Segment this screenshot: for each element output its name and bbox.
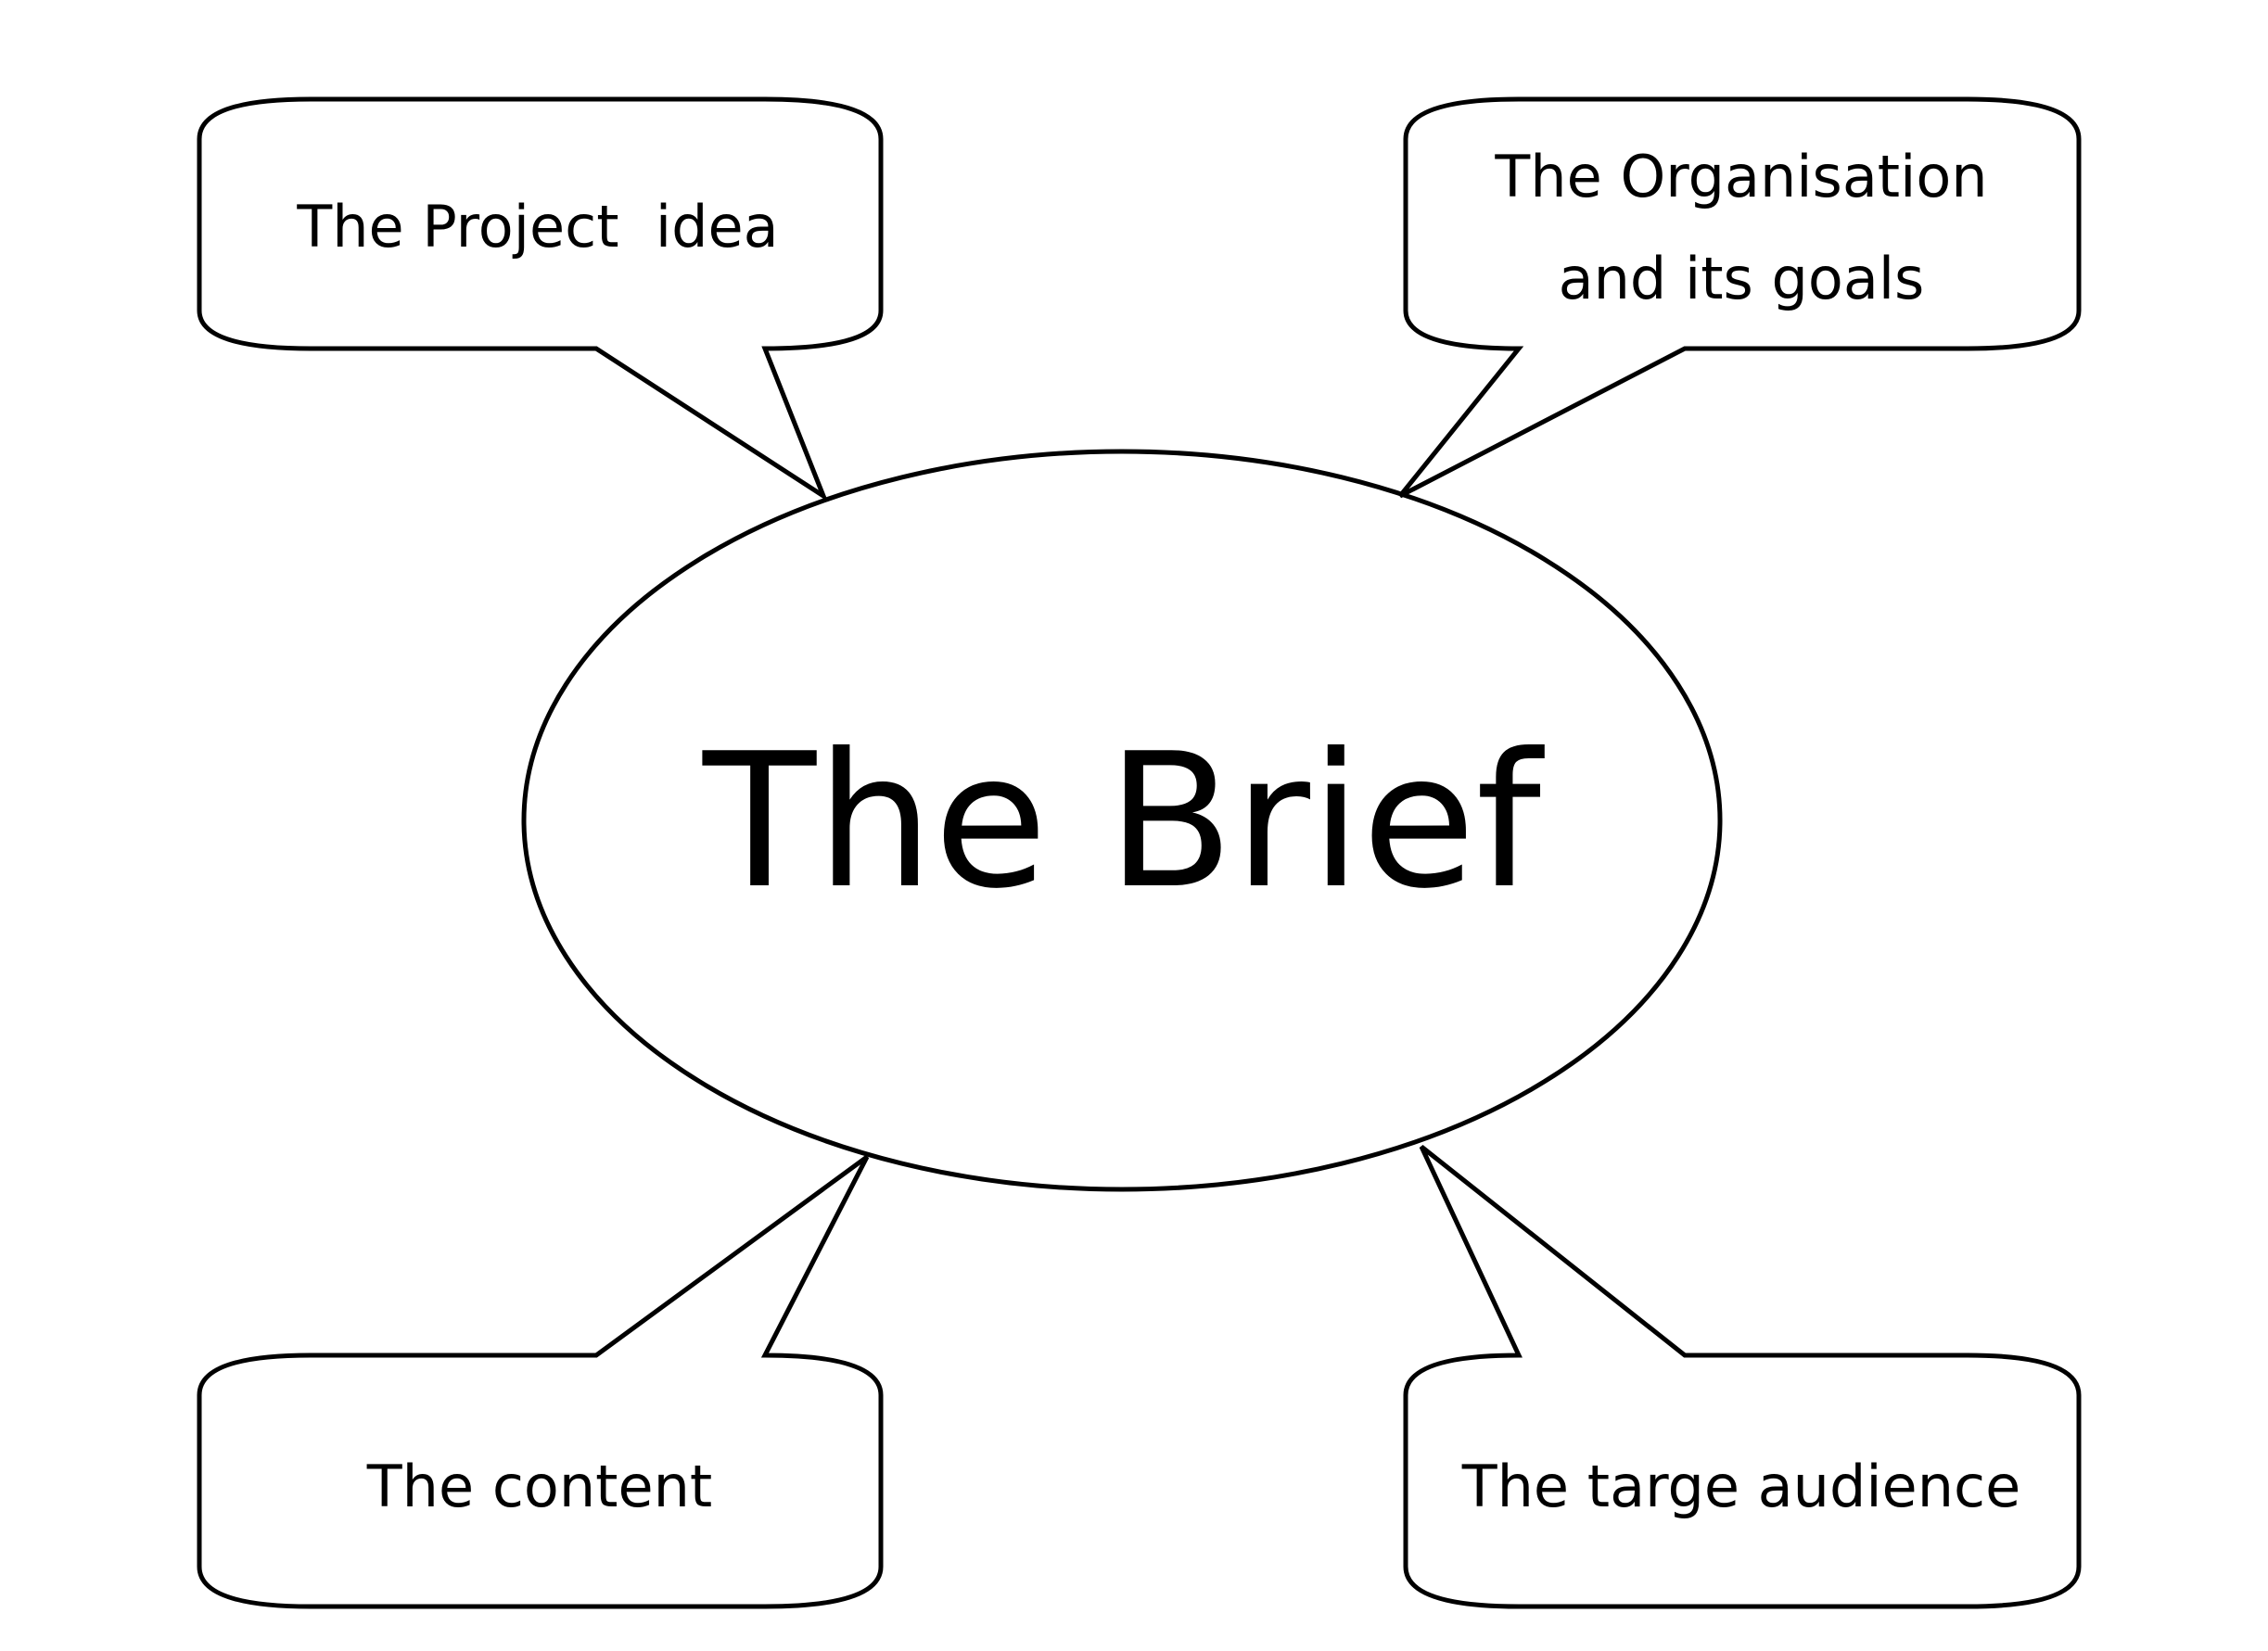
callout-content-label: The content — [366, 1453, 712, 1520]
callout-project-idea-label: The Project idea — [296, 193, 778, 260]
callout-target-audience — [1403, 1145, 2082, 1609]
callout-project-idea — [197, 96, 884, 502]
callout-target-audience-label: The targe audience — [1461, 1453, 2020, 1520]
center-ellipse — [521, 449, 1723, 1192]
callout-organisation — [1398, 96, 2082, 499]
center-label: The Brief — [702, 714, 1546, 930]
callout-organisation-label-line1: The Organisation — [1494, 143, 1987, 210]
callout-content — [197, 1154, 884, 1609]
callout-organisation-label-line2: and its goals — [1559, 245, 1925, 312]
